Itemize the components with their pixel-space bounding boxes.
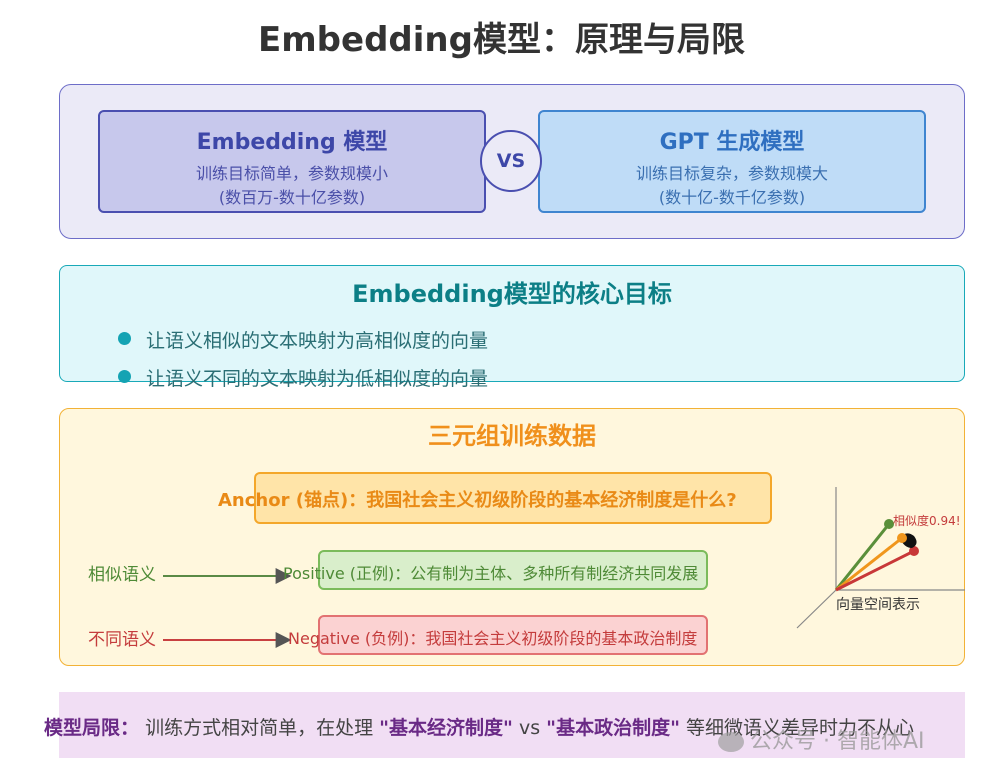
core-goal-bullet: 让语义不同的文本映射为低相似度的向量	[118, 364, 488, 391]
watermark-text: 公众号 · 智能体AI	[750, 729, 925, 754]
anchor-vector	[835, 536, 903, 592]
embedding-model-box: Embedding 模型 训练目标简单，参数规模小 (数百万-数十亿参数)	[98, 110, 486, 213]
limitation-text2: 等细微语义差异时力不从心	[686, 717, 915, 739]
vector-z-axis	[796, 589, 837, 629]
vector-space-label: 向量空间表示	[836, 597, 920, 613]
positive-vector	[834, 523, 891, 591]
similarity-label: 相似度0.94!	[893, 514, 961, 528]
core-goal-title: Embedding模型的核心目标	[352, 280, 672, 308]
different-label: 不同语义	[88, 630, 156, 650]
negative-vector-tip	[909, 546, 919, 556]
limitation-prefix: 模型局限：	[44, 717, 140, 739]
positive-text: Positive (正例)：公有制为主体、多种所有制经济共同发展	[283, 564, 699, 583]
negative-box	[318, 615, 708, 655]
anchor-box	[254, 472, 772, 524]
page-title: Embedding模型：原理与局限	[258, 20, 745, 60]
similar-label: 相似语义	[88, 565, 156, 585]
vs-badge: VS	[480, 130, 542, 192]
limitation-term1: "基本经济制度"	[379, 717, 513, 739]
bullet-dot-icon	[118, 370, 131, 383]
limitation-text1: 训练方式相对简单，在处理	[145, 717, 374, 739]
bullet-text: 让语义不同的文本映射为低相似度的向量	[146, 368, 489, 390]
embedding-line1: 训练目标简单，参数规模小	[195, 164, 388, 183]
embedding-heading: Embedding 模型	[196, 130, 388, 155]
gpt-line2: (数十亿-数千亿参数)	[658, 188, 806, 207]
anchor-text: Anchor (锚点)：我国社会主义初级阶段的基本经济制度是什么?	[218, 490, 737, 511]
limitation-term2: "基本政治制度"	[546, 717, 680, 739]
bullet-text: 让语义相似的文本映射为高相似度的向量	[146, 330, 489, 352]
limitation-vs: vs	[512, 717, 547, 739]
core-goal-bullet: 让语义相似的文本映射为高相似度的向量	[118, 326, 488, 353]
gpt-line1: 训练目标复杂，参数规模大	[635, 164, 828, 183]
wechat-icon	[718, 732, 744, 752]
negative-vector	[835, 549, 915, 592]
positive-box	[318, 550, 708, 590]
gpt-heading: GPT 生成模型	[659, 130, 805, 155]
core-goal-section	[59, 265, 965, 382]
embedding-line2: (数百万-数十亿参数)	[218, 188, 366, 207]
limitation-text: 模型局限： 训练方式相对简单，在处理 "基本经济制度" vs "基本政治制度" …	[44, 713, 914, 740]
limitation-banner	[59, 692, 965, 758]
gpt-model-box: GPT 生成模型 训练目标复杂，参数规模大 (数十亿-数千亿参数)	[538, 110, 926, 213]
negative-text: Negative (负例)：我国社会主义初级阶段的基本政治制度	[288, 629, 698, 648]
bullet-dot-icon	[118, 332, 131, 345]
anchor-vector-tip	[897, 533, 907, 543]
positive-vector-tip	[884, 519, 894, 529]
triplet-title: 三元组训练数据	[428, 422, 596, 450]
watermark: 公众号 · 智能体AI	[718, 723, 925, 755]
